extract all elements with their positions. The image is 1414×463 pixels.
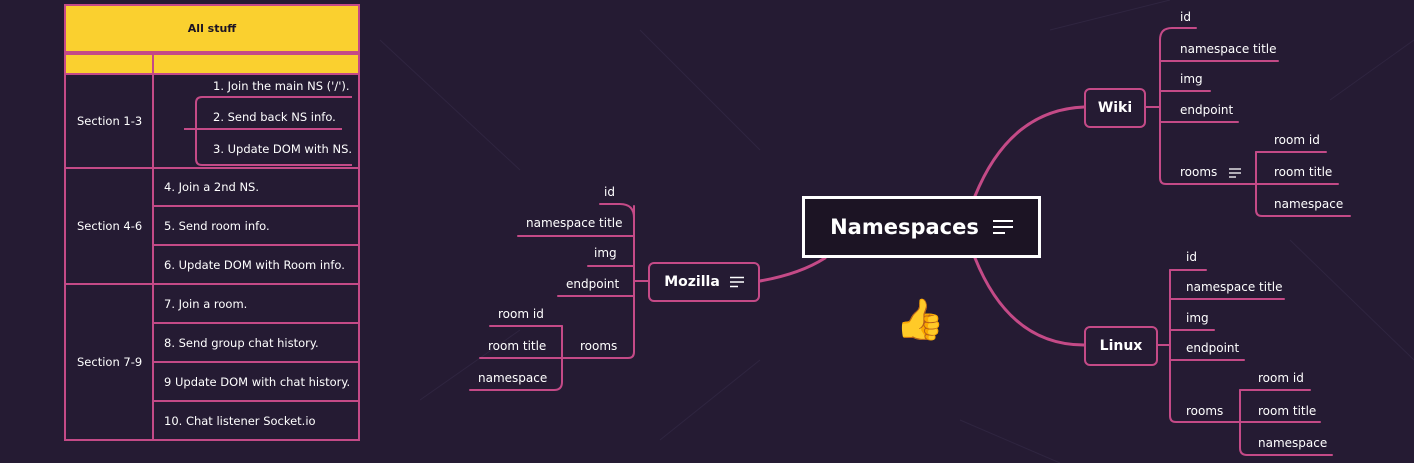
linux-field-namespace-title[interactable]: namespace title <box>1186 280 1283 294</box>
notes-lines-icon[interactable] <box>992 219 1013 235</box>
linux-field-rooms[interactable]: rooms <box>1186 404 1224 418</box>
topic-mozilla-label: Mozilla <box>664 274 720 290</box>
linux-spine <box>1169 269 1241 423</box>
linux-room-id[interactable]: room id <box>1258 371 1304 385</box>
linux-rooms-spine <box>1239 389 1333 456</box>
mozilla-room-namespace[interactable]: namespace <box>478 371 548 385</box>
linux-field-img[interactable]: img <box>1186 311 1209 325</box>
thumbs-up-icon[interactable]: 👍 <box>895 297 945 343</box>
topic-linux-label: Linux <box>1099 338 1143 354</box>
mozilla-rooms-spine <box>469 325 563 391</box>
mozilla-field-endpoint[interactable]: endpoint <box>566 277 620 291</box>
section-1-branches <box>184 96 352 166</box>
table-cell: 10. Chat listener Socket.io <box>152 400 360 441</box>
task-table: All stuff Section 1-3 1. Join the main N… <box>64 4 360 441</box>
mozilla-room-title[interactable]: room title <box>488 339 547 353</box>
central-topic[interactable]: Namespaces <box>802 196 1041 258</box>
notes-lines-icon[interactable] <box>729 276 744 288</box>
linux-field-id[interactable]: id <box>1186 250 1197 264</box>
linux-room-namespace[interactable]: namespace <box>1258 436 1328 450</box>
central-topic-label: Namespaces <box>830 215 979 239</box>
table-cell: 3. Update DOM with NS. <box>213 142 353 156</box>
wiki-field-rooms[interactable]: rooms <box>1180 165 1242 179</box>
wiki-room-namespace[interactable]: namespace <box>1274 197 1344 211</box>
topic-wiki-label: Wiki <box>1097 100 1133 116</box>
wiki-field-id[interactable]: id <box>1180 10 1191 24</box>
table-cell: 1. Join the main NS ('/'). <box>213 79 350 93</box>
wiki-field-namespace-title[interactable]: namespace title <box>1180 42 1277 56</box>
wiki-field-endpoint[interactable]: endpoint <box>1180 103 1234 117</box>
mozilla-spine <box>571 205 635 359</box>
connector-central-linux <box>973 256 1086 347</box>
connector-central-mozilla <box>758 256 827 283</box>
table-cell: 2. Send back NS info. <box>213 110 336 124</box>
wiki-spine <box>1159 39 1257 185</box>
wiki-field-rooms-label: rooms <box>1180 165 1218 179</box>
wiki-rooms-spine <box>1255 151 1351 217</box>
wiki-room-id[interactable]: room id <box>1274 133 1320 147</box>
mozilla-field-namespace-title[interactable]: namespace title <box>526 216 623 230</box>
connector-central-wiki <box>973 105 1086 198</box>
table-header: All stuff <box>64 4 360 53</box>
mozilla-field-rooms[interactable]: rooms <box>580 339 618 353</box>
topic-mozilla[interactable]: Mozilla <box>648 262 760 302</box>
mozilla-field-img[interactable]: img <box>594 246 617 260</box>
wiki-field-img[interactable]: img <box>1180 72 1203 86</box>
mozilla-field-id[interactable]: id <box>604 185 615 199</box>
topic-linux[interactable]: Linux <box>1084 326 1158 366</box>
notes-lines-icon[interactable] <box>1229 167 1242 178</box>
topic-wiki[interactable]: Wiki <box>1084 88 1146 128</box>
linux-field-endpoint[interactable]: endpoint <box>1186 341 1240 355</box>
linux-room-title[interactable]: room title <box>1258 404 1317 418</box>
wiki-room-title[interactable]: room title <box>1274 165 1333 179</box>
mozilla-room-id[interactable]: room id <box>498 307 544 321</box>
